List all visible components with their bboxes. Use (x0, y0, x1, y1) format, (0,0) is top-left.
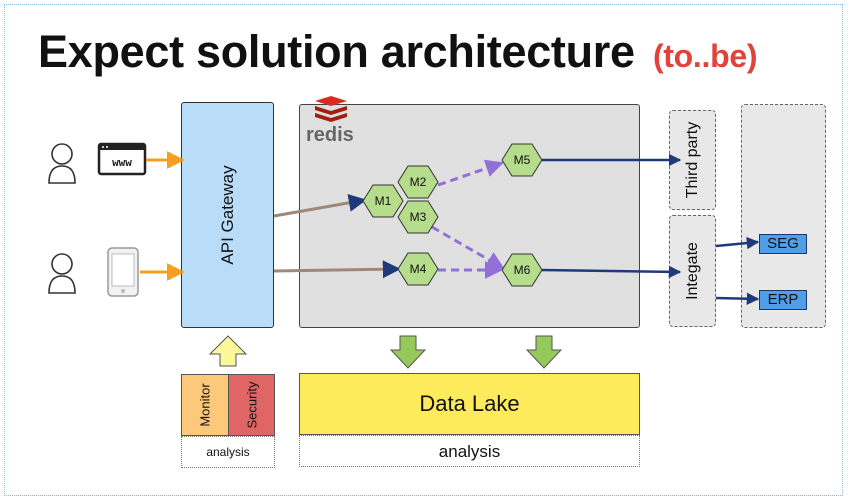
module-label: M2 (410, 175, 427, 189)
integrate-to-seg-arrow (715, 236, 760, 250)
gateway-to-m1-arrow (273, 193, 367, 218)
gateway-to-m4-arrow (273, 260, 401, 279)
module-label: M4 (410, 262, 427, 276)
redis-logo-text: redis (306, 124, 354, 146)
module-m6: M6 (501, 253, 543, 287)
diagram-title: Expect solution architecture (to..be) (38, 26, 758, 78)
support-analysis-label: analysis (181, 436, 275, 468)
redis-container (299, 104, 640, 328)
redis-logo-icon: redis (306, 96, 354, 146)
m3-to-m6-arrow (431, 225, 505, 270)
module-m2: M2 (397, 165, 439, 199)
browser-www-icon: www (97, 142, 147, 176)
erp-system: ERP (759, 290, 807, 310)
module-label: M5 (514, 153, 531, 167)
module-label: M3 (410, 210, 427, 224)
data-lake-box: Data Lake (299, 373, 640, 435)
support-to-gateway-block-arrow (208, 335, 248, 367)
api-gateway-box: API Gateway (181, 102, 274, 328)
diagram-frame (4, 4, 843, 496)
svg-text:www: www (112, 156, 132, 169)
user-icon (48, 143, 76, 184)
module-m4: M4 (397, 252, 439, 286)
integrate-to-erp-arrow (715, 292, 760, 305)
monitor-box: Monitor (181, 374, 228, 436)
title-main: Expect solution architecture (38, 26, 635, 77)
mobile-device-icon (107, 247, 139, 297)
module-m1: M1 (362, 184, 404, 218)
module-m3: M3 (397, 200, 439, 234)
title-suffix: (to..be) (652, 38, 758, 74)
seg-system: SEG (759, 234, 807, 254)
user-icon (48, 253, 76, 294)
module-label: M1 (375, 194, 392, 208)
security-box: Security (228, 374, 275, 436)
redis-to-datalake-block-arrow (389, 335, 427, 369)
m6-to-integrate-arrow (541, 265, 682, 279)
module-label: M6 (514, 263, 531, 277)
redis-to-datalake-block-arrow (525, 335, 563, 369)
data-lake-analysis-label: analysis (299, 435, 640, 467)
m2-to-m5-arrow (437, 159, 504, 187)
module-m5: M5 (501, 143, 543, 177)
